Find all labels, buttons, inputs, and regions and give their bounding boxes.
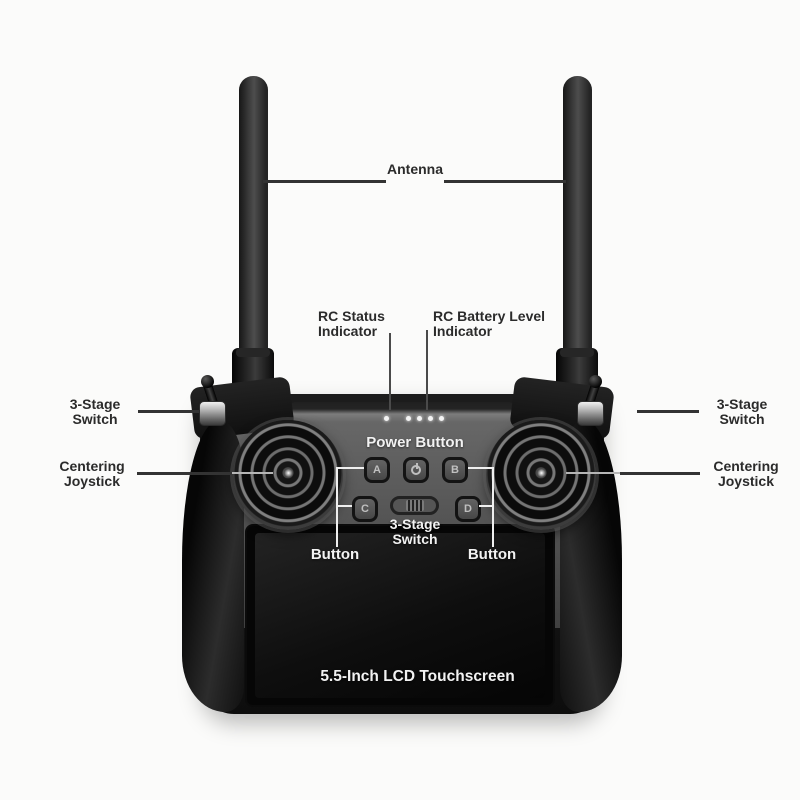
callout-line xyxy=(479,505,492,507)
lcd-touchscreen xyxy=(255,533,545,698)
rc-battery-callout-line xyxy=(426,330,428,410)
battery-led-dot xyxy=(406,416,411,421)
callout-line xyxy=(336,467,338,547)
rc-status-led xyxy=(384,416,389,421)
three-stage-switch-right-cap xyxy=(589,375,602,388)
power-icon xyxy=(411,463,421,475)
battery-led-dot xyxy=(428,416,433,421)
battery-led-dot xyxy=(439,416,444,421)
button-c-glyph: C xyxy=(361,503,369,515)
antenna-callout-line-left xyxy=(263,180,386,183)
battery-led-dot xyxy=(417,416,422,421)
button-b: B xyxy=(442,457,468,483)
callout-line xyxy=(338,505,352,507)
button-d-glyph: D xyxy=(464,503,472,515)
button-b-glyph: B xyxy=(451,464,459,476)
power-button-label: Power Button xyxy=(366,434,464,451)
three-stage-switch-left xyxy=(199,401,226,426)
callout-line xyxy=(338,467,364,469)
three-stage-switch-right xyxy=(577,401,604,426)
button-d: D xyxy=(455,496,481,522)
button-c: C xyxy=(352,496,378,522)
power-button xyxy=(403,457,429,483)
switch-callout-line-left xyxy=(138,410,199,413)
antenna-label: Antenna xyxy=(387,161,443,177)
button-a-glyph: A xyxy=(373,464,381,476)
three-stage-switch-left-cap xyxy=(201,375,214,388)
switch-callout-line-right xyxy=(637,410,699,413)
slider-knob xyxy=(406,500,424,511)
rc-status-callout-line xyxy=(389,333,391,410)
joystick-right-highlight xyxy=(537,469,546,477)
button-left-label: Button xyxy=(310,546,360,563)
antenna-mount-cap-right xyxy=(560,348,594,357)
antenna-mount-cap-left xyxy=(236,348,270,357)
rc-battery-level-indicator-label: RC Battery Level Indicator xyxy=(433,308,546,339)
joystick-callout-line-right xyxy=(620,472,700,475)
joystick-left-highlight xyxy=(284,469,293,477)
three-stage-switch-right-label: 3-Stage Switch xyxy=(716,396,768,427)
joystick-callout-line-left-light xyxy=(232,472,273,474)
antenna-left xyxy=(239,76,268,358)
centering-joystick-right-label: Centering Joystick xyxy=(713,458,779,489)
three-stage-switch-left-label: 3-Stage Switch xyxy=(69,396,121,427)
three-stage-slider-switch xyxy=(390,496,439,515)
callout-line xyxy=(468,467,492,469)
three-stage-switch-center-label: 3-Stage Switch xyxy=(389,516,441,547)
button-right-label: Button xyxy=(467,546,517,563)
rc-status-indicator-label: RC Status Indicator xyxy=(318,308,385,339)
button-a: A xyxy=(364,457,390,483)
joystick-callout-line-left xyxy=(137,472,232,475)
joystick-callout-line-right-light xyxy=(566,472,620,474)
antenna-right xyxy=(563,76,592,358)
centering-joystick-left-label: Centering Joystick xyxy=(59,458,125,489)
antenna-callout-line-right xyxy=(444,180,566,183)
callout-line xyxy=(492,467,494,547)
touchscreen-label: 5.5-Inch LCD Touchscreen xyxy=(320,668,515,685)
